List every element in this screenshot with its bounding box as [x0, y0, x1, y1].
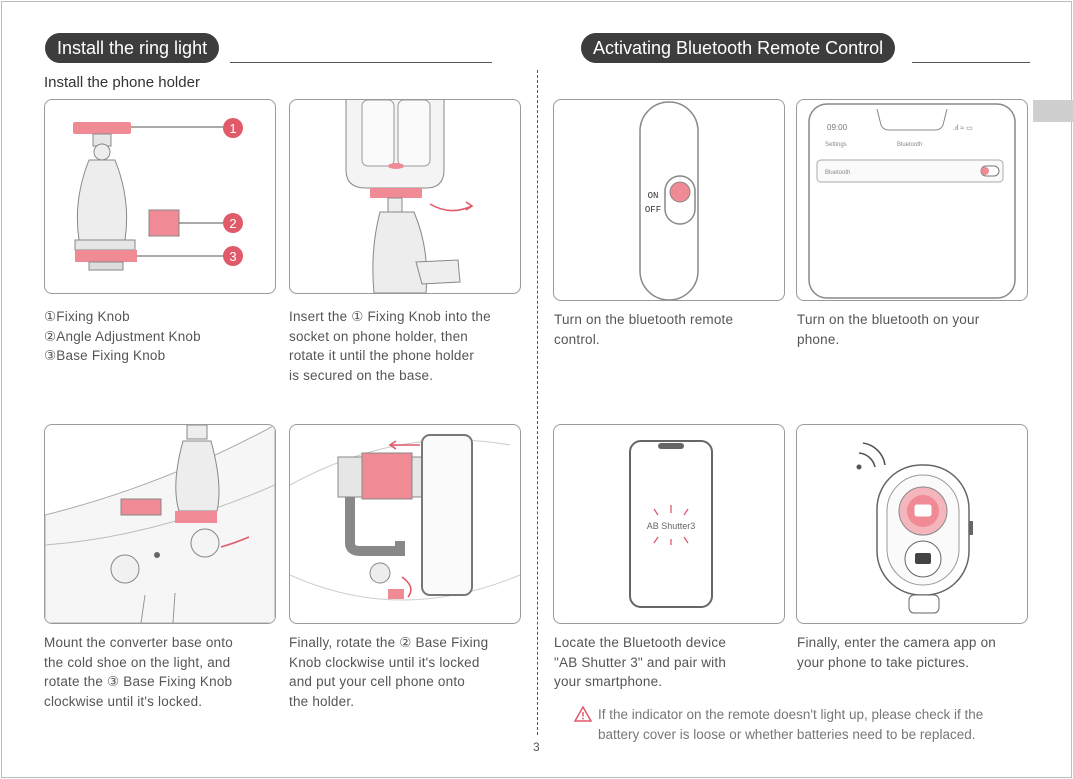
caption-line: and put your cell phone onto [289, 674, 465, 689]
caption-line: Mount the converter base onto [44, 635, 233, 650]
caption-line: ②Angle Adjustment Knob [44, 328, 201, 344]
caption-line: your phone to take pictures. [797, 654, 970, 670]
caption-line: the cold shoe on the light, and [44, 654, 231, 670]
figure-insert-knob [289, 99, 521, 294]
caption-line: Turn on the bluetooth on your [797, 312, 980, 327]
column-divider [537, 70, 538, 735]
caption-camera: Finally, enter the camera app on your ph… [797, 633, 996, 672]
screen-header: Bluetooth [897, 142, 922, 148]
caption-line: clockwise until it's locked. [44, 693, 203, 709]
caption-line: rotate the ③ Base Fixing Knob [44, 674, 233, 689]
settings-back: Settings [825, 142, 847, 148]
caption-mount: Mount the converter base onto the cold s… [44, 633, 233, 711]
caption-locate: Locate the Bluetooth device "AB Shutter … [554, 633, 726, 692]
caption-bt-phone: Turn on the bluetooth on your phone. [797, 310, 979, 349]
caption-line: Finally, enter the camera app on [797, 635, 997, 650]
page-tab-marker [1033, 100, 1073, 122]
caption-line: "AB Shutter 3" and pair with [554, 654, 727, 670]
callout-2: 2 [229, 216, 236, 231]
caption-line: ③Base Fixing Knob [44, 348, 166, 363]
note-line: battery cover is loose or whether batter… [598, 726, 976, 742]
caption-line: Turn on the bluetooth remote [554, 312, 734, 327]
page-number: 3 [533, 740, 540, 754]
callout-1: 1 [229, 121, 236, 136]
figure-pairing: AB Shutter3 [553, 424, 785, 624]
caption-parts: ①Fixing Knob ②Angle Adjustment Knob ③Bas… [44, 307, 201, 366]
caption-line: rotate it until the phone holder [289, 348, 475, 363]
caption-line: ①Fixing Knob [44, 309, 130, 324]
caption-line: Insert the ① Fixing Knob into the [289, 309, 491, 324]
caption-line: is secured on the base. [289, 367, 434, 383]
title-underline [912, 62, 1030, 63]
caption-line: the holder. [289, 693, 355, 709]
status-time: 09:00 [827, 123, 848, 132]
figure-phone-bluetooth: 09:00 .ıl ≈ ▭ Settings Bluetooth Bluetoo… [796, 99, 1028, 301]
figure-converter-base [44, 424, 276, 624]
device-name: AB Shutter3 [647, 521, 696, 531]
caption-line: Finally, rotate the ② Base Fixing [289, 635, 489, 650]
callout-3: 3 [229, 249, 236, 264]
caption-line: Locate the Bluetooth device [554, 635, 727, 650]
svg-text:.ıl ≈ ▭: .ıl ≈ ▭ [953, 125, 973, 132]
warning-icon [574, 706, 592, 722]
caption-bt-remote: Turn on the bluetooth remote control. [554, 310, 733, 349]
caption-line: Knob clockwise until it's locked [289, 654, 480, 670]
figure-shutter-remote [796, 424, 1028, 624]
title-underline [230, 62, 492, 63]
caption-line: your smartphone. [554, 674, 663, 689]
caption-finally-rotate: Finally, rotate the ② Base Fixing Knob c… [289, 633, 488, 711]
note-line: If the indicator on the remote doesn't l… [598, 707, 984, 722]
section-title-bluetooth: Activating Bluetooth Remote Control [581, 33, 896, 63]
figure-phone-holder [289, 424, 521, 624]
caption-insert: Insert the ① Fixing Knob into the socket… [289, 307, 491, 385]
caption-line: socket on phone holder, then [289, 328, 468, 344]
switch-on-label: ON [648, 191, 659, 201]
caption-line: control. [554, 331, 600, 347]
switch-off-label: OFF [645, 205, 661, 215]
caption-line: phone. [797, 331, 840, 347]
bluetooth-row: Bluetooth [825, 170, 850, 176]
section-title-install: Install the ring light [45, 33, 220, 63]
subheading: Install the phone holder [44, 74, 200, 91]
figure-holder-parts: 1 2 3 [44, 99, 276, 294]
figure-remote-switch: ON OFF [553, 99, 785, 301]
